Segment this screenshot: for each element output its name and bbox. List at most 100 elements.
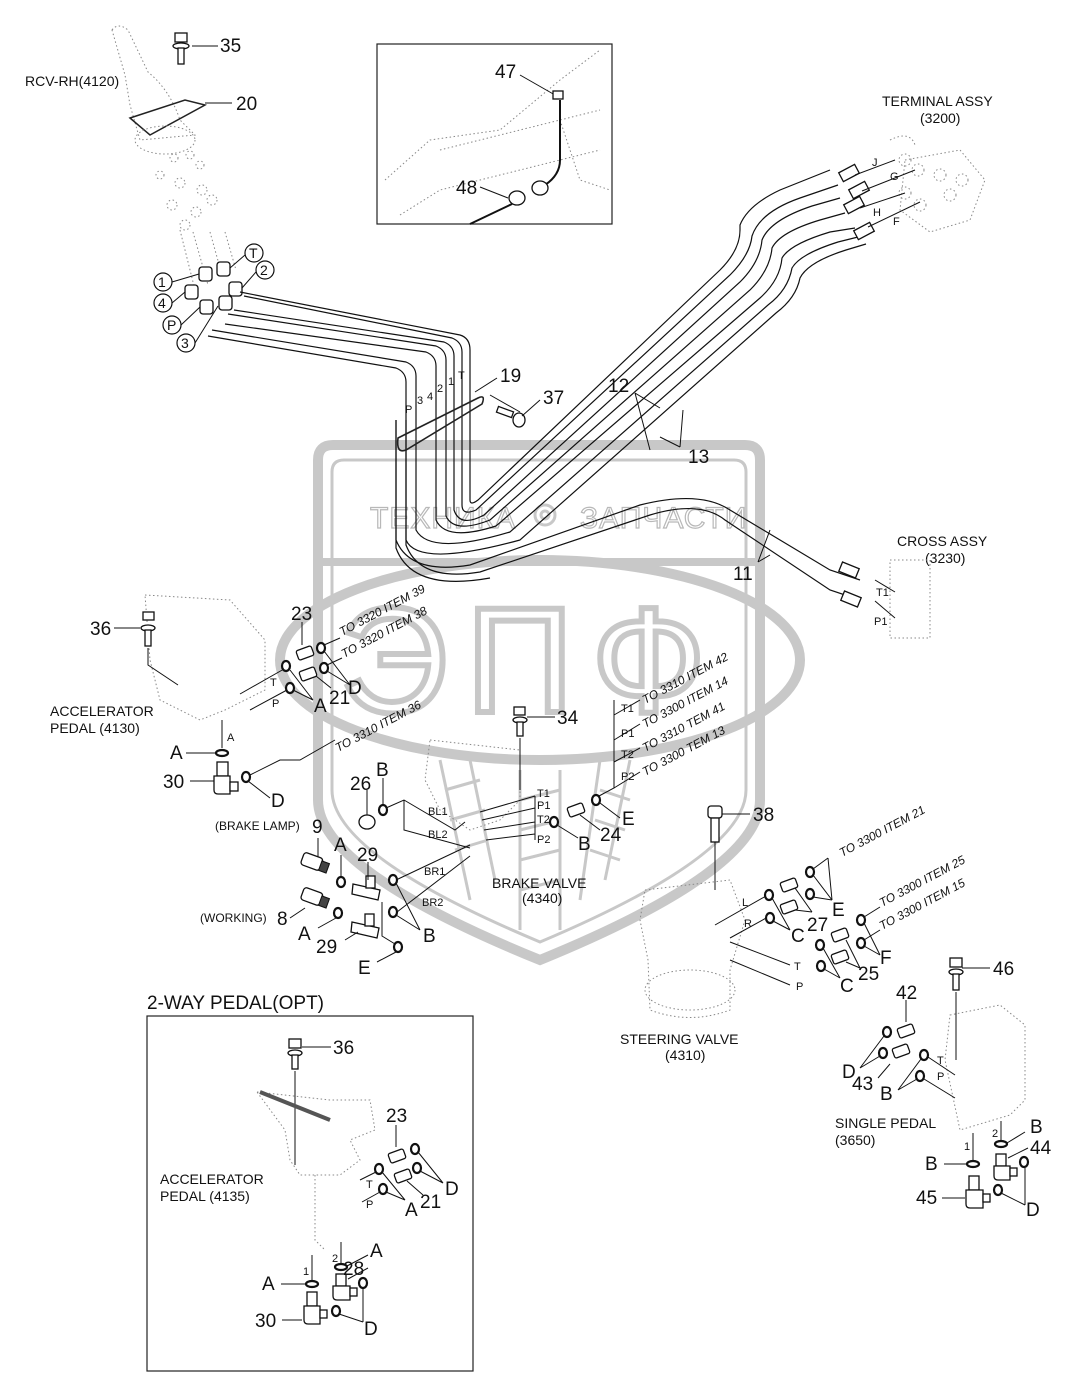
adapter-23 — [387, 1148, 407, 1164]
adapter-21 — [393, 1168, 413, 1184]
bolt-icon — [512, 706, 528, 737]
callout-20: 20 — [236, 94, 257, 115]
label-working: (WORKING) — [200, 911, 267, 925]
brake-title: BRAKE VALVE — [492, 875, 586, 891]
tee-29-lower — [350, 913, 380, 939]
single-pedal-3650: 46 42 D 43 T P B SINGLE PEDAL (3650) 1 2… — [835, 957, 1052, 1221]
steer-port-T: T — [794, 961, 801, 973]
brake-line-BL1: BL1 — [428, 806, 448, 818]
seal-B-43: B — [880, 1084, 893, 1105]
pipe-tag-T: T — [458, 370, 465, 382]
watermark-text-left: ТЕХНИКА — [370, 502, 516, 535]
seal-A: A — [314, 696, 327, 717]
callout-42: 42 — [896, 983, 917, 1004]
brake-switches: (BRAKE LAMP) 9 (WORKING) 8 A A 29 29 B E — [200, 817, 436, 979]
seal-B-26: B — [376, 760, 389, 781]
rcv-port-labels: 1 4 P 3 T 2 — [153, 243, 275, 353]
seal-D-45: D — [1026, 1200, 1040, 1221]
brake-port-P2: P2 — [537, 834, 550, 846]
adapter-23 — [295, 645, 315, 661]
steering-code: (4310) — [665, 1047, 705, 1063]
pipe-tag-1: 1 — [448, 376, 454, 388]
port-J: J — [872, 157, 878, 169]
opt-callout-28: 28 — [343, 1259, 364, 1280]
single-port-T: T — [937, 1055, 944, 1067]
accel-title: ACCELERATOR — [50, 703, 154, 719]
callout-35: 35 — [220, 36, 241, 57]
opt-accel-title: ACCELERATOR — [160, 1171, 264, 1187]
out-port-P2: P2 — [621, 771, 634, 783]
seal-A-8: A — [298, 924, 311, 945]
steer-port-L: L — [742, 897, 748, 909]
seal-E-29: E — [358, 958, 371, 979]
port-F: F — [893, 216, 900, 228]
pressure-switch-8 — [300, 887, 331, 909]
tee-29-upper — [351, 875, 381, 901]
seal-A-30: A — [170, 743, 183, 764]
seal-B-24: B — [578, 834, 591, 855]
opt-seal-A2: A — [370, 1241, 383, 1262]
callout-44: 44 — [1030, 1138, 1052, 1159]
pipe-tags: P 3 4 2 1 T — [405, 370, 465, 416]
single-port-2: 2 — [992, 1128, 998, 1140]
terminal-assy: TERMINAL ASSY (3200) J G H F — [854, 93, 993, 233]
callout-11: 11 — [733, 564, 753, 585]
callout-27: 27 — [807, 915, 828, 936]
callout-34: 34 — [557, 708, 579, 729]
adapter-27 — [779, 877, 799, 915]
opt-title: 2-WAY PEDAL(OPT) — [147, 993, 324, 1014]
pressure-switch-9 — [300, 852, 331, 874]
elbow-30 — [213, 761, 239, 795]
seal-D-43: D — [842, 1062, 856, 1083]
cross-assy: CROSS ASSY (3230) T1 P1 — [874, 533, 988, 639]
steer-port-R: R — [744, 918, 752, 930]
elbow-30 — [303, 1291, 328, 1325]
callout-47: 47 — [495, 62, 516, 83]
brake-port-P1: P1 — [537, 800, 550, 812]
seal-D: D — [348, 678, 362, 699]
callout-45: 45 — [916, 1188, 937, 1209]
seal-B-2: B — [1030, 1117, 1043, 1138]
callout-29-lower: 29 — [316, 937, 337, 958]
opt-callout-23: 23 — [386, 1106, 407, 1127]
seal-A-9: A — [334, 835, 347, 856]
cross-title: CROSS ASSY — [897, 533, 988, 549]
callout-46: 46 — [993, 959, 1014, 980]
callout-38: 38 — [753, 805, 774, 826]
port-T: T — [249, 245, 258, 261]
cross-code: (3230) — [925, 550, 965, 566]
port-3: 3 — [181, 335, 189, 351]
brake-code: (4340) — [522, 890, 562, 906]
opt-port-T: T — [366, 1179, 373, 1191]
callout-12: 12 — [608, 376, 629, 397]
single-port-P: P — [937, 1071, 944, 1083]
seal-C-25: C — [840, 976, 854, 997]
inset-47-48: 47 48 — [376, 43, 613, 225]
bolt-icon — [495, 405, 526, 428]
bolt-icon — [287, 1038, 303, 1070]
plug-26 — [358, 814, 376, 830]
callout-48: 48 — [456, 178, 477, 199]
pipe-tag-3: 3 — [417, 395, 423, 407]
out-port-P1: P1 — [621, 728, 634, 740]
watermark: ТЕХНИКА ЗАПЧАСТИ ЭПФ — [275, 440, 805, 966]
seal-F-25: F — [880, 948, 892, 969]
callout-30: 30 — [163, 772, 184, 793]
adapter-42 — [896, 1023, 916, 1039]
terminal-title: TERMINAL ASSY — [882, 93, 993, 109]
opt-port-2: 2 — [332, 1253, 338, 1265]
single-port-1: 1 — [964, 1141, 970, 1153]
opt-callout-30: 30 — [255, 1311, 276, 1332]
steering-title: STEERING VALVE — [620, 1031, 739, 1047]
bolt-icon — [172, 32, 190, 65]
hose-end-fittings — [837, 163, 876, 608]
label-brake-lamp: (BRAKE LAMP) — [215, 819, 300, 833]
brake-port-T1: T1 — [537, 788, 550, 800]
callout-26: 26 — [350, 774, 371, 795]
terminal-code: (3200) — [920, 110, 960, 126]
elbow-44 — [993, 1153, 1018, 1181]
port-P: P — [272, 698, 279, 710]
callout-29-upper: 29 — [357, 845, 378, 866]
port-T: T — [270, 677, 277, 689]
brake-port-T2: T2 — [537, 814, 550, 826]
